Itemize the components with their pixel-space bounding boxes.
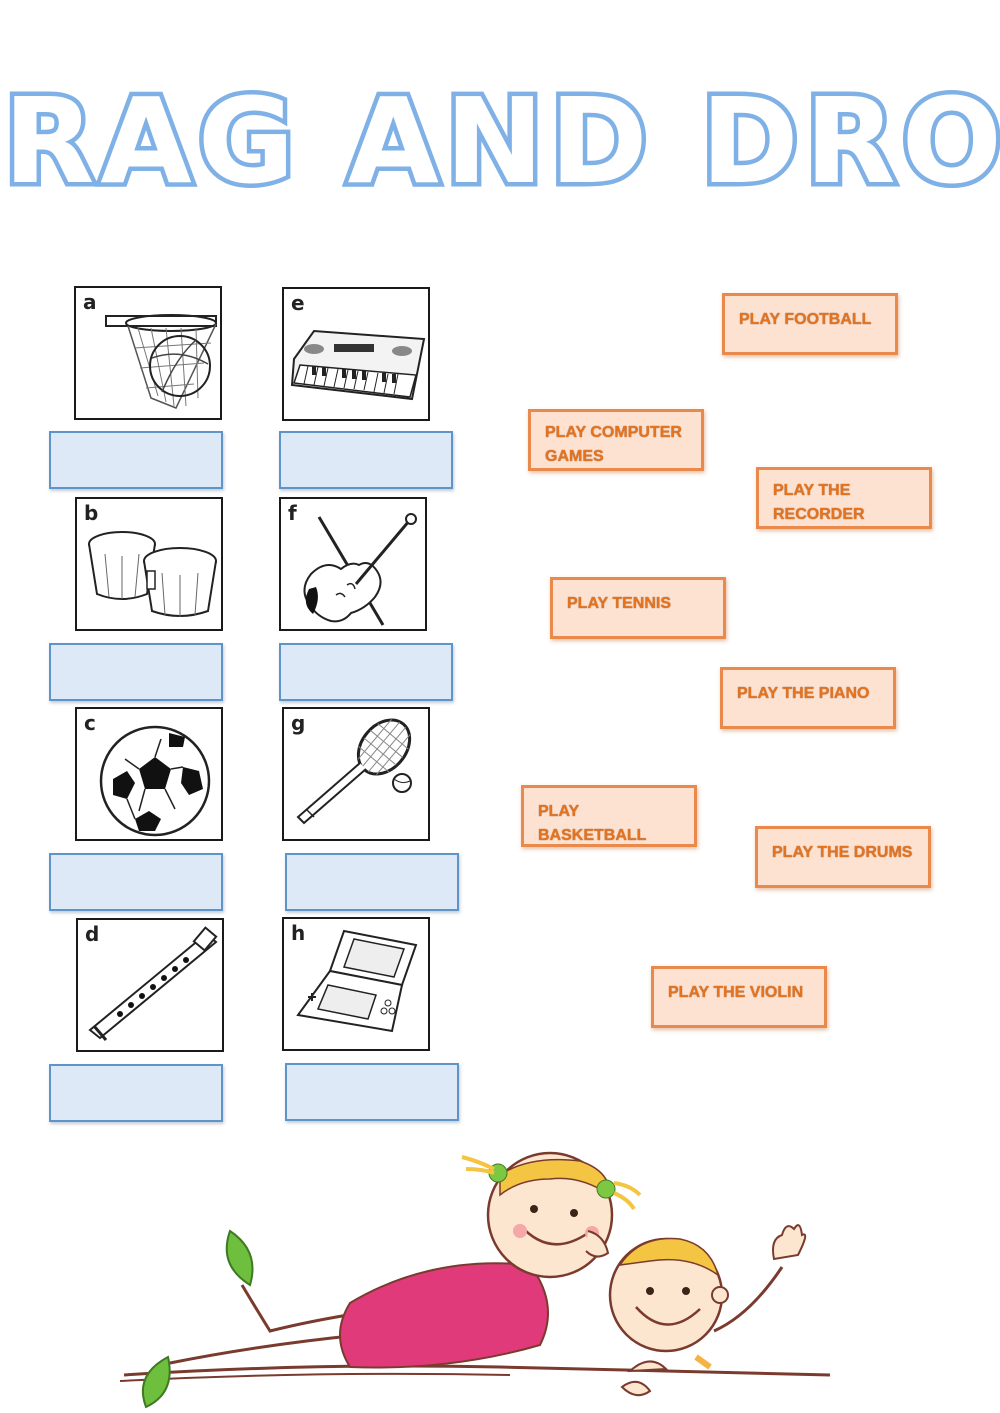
drop-zone-f[interactable] [279, 643, 453, 701]
picture-card-g: g [282, 707, 430, 841]
violin-icon [303, 513, 417, 626]
basketball-hoop-icon [105, 314, 217, 409]
picture-letter-e: e [291, 291, 305, 315]
answer-card-play-basketball[interactable]: PLAY BASKETBALL [521, 785, 697, 847]
answer-card-play-computer-games[interactable]: PLAY COMPUTER GAMES [528, 409, 704, 471]
drop-zone-c[interactable] [49, 853, 223, 911]
recorder-icon [88, 926, 218, 1041]
answer-card-play-football[interactable]: PLAY FOOTBALL [722, 293, 898, 355]
answer-card-text: PLAY THE [773, 482, 851, 499]
picture-card-b: b [75, 497, 223, 631]
answer-card-text: PLAY THE VIOLIN [668, 984, 804, 1001]
picture-letter-f: f [288, 501, 297, 525]
children-illustration-icon [110, 1135, 850, 1413]
drop-zone-d[interactable] [49, 1064, 223, 1122]
answer-card-text: PLAY THE PIANO [737, 685, 870, 702]
tennis-racket-icon [296, 718, 412, 825]
answer-card-text: PLAY THE DRUMS [772, 844, 913, 861]
answer-card-text-line2: RECORDER [773, 506, 865, 523]
drop-zone-b[interactable] [49, 643, 223, 701]
bongo-drums-icon [88, 531, 217, 617]
picture-card-c: c [75, 707, 223, 841]
keyboard-piano-icon [290, 329, 426, 401]
picture-card-e: e [282, 287, 430, 421]
answer-card-play-the-violin[interactable]: PLAY THE VIOLIN [651, 966, 827, 1028]
answer-card-text: PLAY FOOTBALL [739, 311, 872, 328]
answer-card-text-line2: GAMES [545, 448, 604, 465]
picture-letter-b: b [84, 501, 99, 525]
picture-card-f: f [279, 497, 427, 631]
drop-zone-e[interactable] [279, 431, 453, 489]
picture-letter-d: d [85, 922, 100, 946]
answer-card-text: PLAY BASKETBALL [538, 803, 647, 844]
picture-letter-g: g [291, 711, 306, 735]
answer-card-text: PLAY TENNIS [567, 595, 672, 612]
picture-card-d: d [76, 918, 224, 1052]
drop-zone-g[interactable] [285, 853, 459, 911]
answer-card-play-the-drums[interactable]: PLAY THE DRUMS [755, 826, 931, 888]
page-title-text: DRAG AND DROP [0, 72, 1000, 210]
answer-card-play-tennis[interactable]: PLAY TENNIS [550, 577, 726, 639]
picture-letter-a: a [83, 290, 97, 314]
drop-zone-h[interactable] [285, 1063, 459, 1121]
page-title: DRAG AND DROP [0, 70, 1000, 220]
answer-card-play-the-piano[interactable]: PLAY THE PIANO [720, 667, 896, 729]
answer-card-play-the-recorder[interactable]: PLAY THE RECORDER [756, 467, 932, 529]
answer-card-text: PLAY COMPUTER [545, 424, 682, 441]
picture-letter-c: c [84, 711, 96, 735]
picture-card-h: h [282, 917, 430, 1051]
handheld-game-console-icon [296, 929, 418, 1033]
drop-zone-a[interactable] [49, 431, 223, 489]
football-icon [99, 725, 211, 837]
picture-card-a: a [74, 286, 222, 420]
picture-letter-h: h [291, 921, 306, 945]
